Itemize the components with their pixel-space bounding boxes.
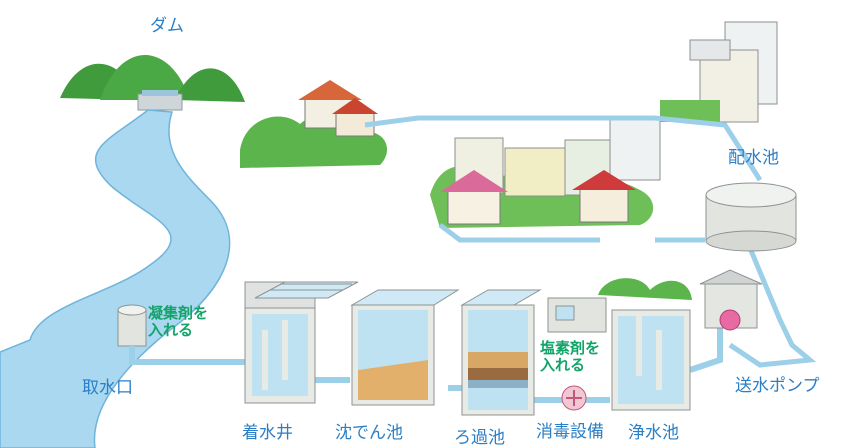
label-dam: ダム bbox=[150, 16, 184, 36]
receiving-well bbox=[244, 281, 316, 404]
intake-tower bbox=[117, 304, 147, 347]
label-disinfection: 消毒設備 bbox=[536, 422, 604, 442]
label-clean-water-pond: 浄水池 bbox=[628, 423, 679, 443]
distribution-reservoir bbox=[705, 182, 797, 252]
pump-house bbox=[699, 269, 763, 331]
label-filtration: ろ過池 bbox=[454, 428, 505, 448]
tall-buildings bbox=[660, 21, 778, 123]
houses-hill bbox=[240, 80, 388, 168]
label-distribution-reservoir: 配水池 bbox=[728, 148, 779, 168]
label-receiving-well: 着水井 bbox=[242, 423, 293, 443]
label-sedimentation: 沈でん池 bbox=[335, 423, 403, 443]
hills bbox=[60, 55, 245, 102]
distribution-pipes bbox=[364, 115, 817, 368]
label-add-coagulant: 凝集剤を 入れる bbox=[148, 304, 209, 339]
flocculation-grid bbox=[254, 281, 359, 299]
plant-pipe bbox=[310, 320, 723, 403]
dam bbox=[137, 90, 183, 111]
label-add-chlorine: 塩素剤を 入れる bbox=[540, 339, 601, 374]
river bbox=[0, 109, 231, 448]
chlorine-equipment bbox=[547, 297, 607, 411]
clean-water-pond bbox=[598, 278, 692, 411]
intake-pipe bbox=[129, 346, 248, 365]
filtration-basin bbox=[460, 289, 542, 416]
city-buildings bbox=[430, 119, 661, 228]
sedimentation-basin bbox=[350, 289, 460, 406]
label-intake: 取水口 bbox=[82, 378, 133, 398]
label-pump: 送水ポンプ bbox=[735, 376, 820, 396]
